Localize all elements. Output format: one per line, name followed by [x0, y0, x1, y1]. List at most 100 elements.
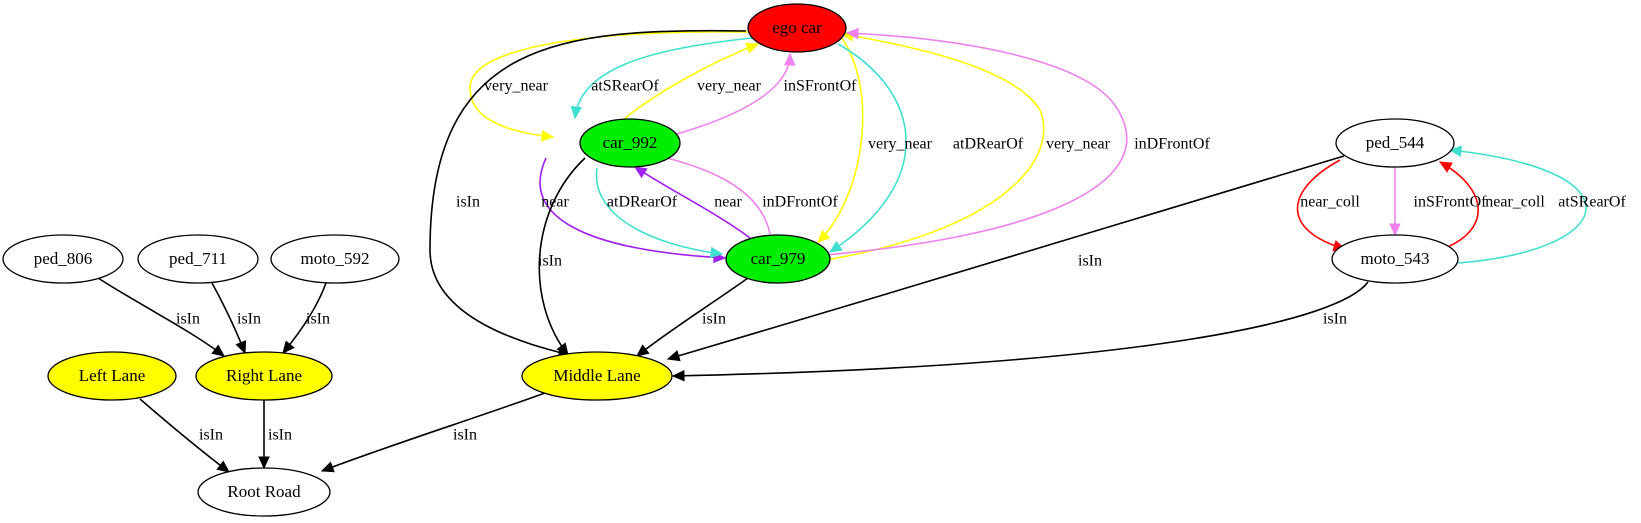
edge-car_979-to-ego-very_near: [825, 33, 1045, 261]
node-label-car-979: car_979: [751, 249, 806, 268]
node-label-right-lane: Right Lane: [226, 366, 302, 385]
node-shape-root-road: [197, 467, 331, 517]
edge-ego-to-car_979-very_near: [817, 37, 864, 243]
node-label-ped-544: ped_544: [1366, 133, 1425, 152]
node-shape-moto-592: [270, 234, 400, 284]
edge-arrowhead-e8: [845, 27, 859, 40]
node-ped-806: ped_806: [2, 234, 124, 284]
node-shape-car-979: [725, 234, 831, 284]
edge-arrowhead-e23: [235, 340, 247, 355]
edge-label-e15: isIn: [702, 311, 726, 328]
edge-label-e7: very_near: [1046, 136, 1111, 153]
edge-labels-layer: very_near atSRearOf very_near inSFrontOf ver…: [176, 78, 1626, 444]
edge-arrowhead-e2: [570, 105, 583, 120]
edge-ego-to-car_992-very_near: [469, 31, 749, 138]
edge-label-e3: very_near: [697, 78, 762, 95]
edge-arrowhead-e14: [556, 342, 569, 356]
edge-label-e25: isIn: [199, 427, 223, 444]
edge-label-e21: isIn: [1323, 311, 1347, 328]
node-moto-543: moto_543: [1331, 234, 1459, 284]
edge-arrowhead-e21: [671, 369, 685, 382]
edge-label-e27: isIn: [453, 427, 477, 444]
edge-label-e18: inSFrontOf: [1414, 194, 1488, 211]
edge-label-e23: isIn: [237, 311, 261, 328]
edge-label-e20: atSRearOf: [1558, 194, 1626, 211]
edge-middle_lane-to-root_road-isIn: [321, 392, 546, 472]
nodes-layer: ego car car_992 car_979 ped_544 moto_543 ped_…: [2, 3, 1459, 517]
node-label-car-992: car_992: [603, 133, 658, 152]
node-shape-ego: [747, 3, 847, 53]
edge-label-e4: inSFrontOf: [784, 78, 858, 95]
edge-label-e14: isIn: [538, 253, 562, 270]
edge-label-e13: inDFrontOf: [762, 194, 838, 211]
node-car-992: car_992: [579, 118, 681, 168]
edge-car_979-to-middle_lane-isIn: [636, 277, 749, 357]
edge-arrowhead-e15: [636, 344, 650, 357]
edge-label-e16: isIn: [1078, 253, 1102, 270]
edge-ego-to-car_979-atDRearOf: [829, 43, 907, 253]
node-ped-711: ped_711: [137, 234, 259, 284]
edge-arrowhead-e3: [745, 42, 760, 54]
edge-label-e5: very_near: [868, 136, 933, 153]
edge-label-e12: near: [714, 194, 742, 211]
edge-arrowhead-e22: [211, 344, 225, 357]
edge-label-e10: near: [541, 194, 569, 211]
edge-car_992-to-ego-very_near: [623, 43, 759, 120]
node-shape-car-992: [579, 118, 681, 168]
node-label-middle-lane: Middle Lane: [553, 366, 640, 385]
edge-label-e6: atDRearOf: [953, 136, 1024, 153]
edge-moto_543-to-ped_544-near_coll: [1439, 161, 1479, 249]
edge-label-e26: isIn: [268, 427, 292, 444]
node-label-root-road: Root Road: [227, 482, 301, 501]
node-label-moto-543: moto_543: [1361, 249, 1430, 268]
edge-car_992-to-middle_lane-isIn: [538, 157, 586, 356]
edge-arrowhead-e27: [320, 461, 335, 473]
edge-label-e11: atDRearOf: [607, 194, 678, 211]
edge-arrowhead-e24: [282, 340, 295, 354]
node-shape-left-lane: [47, 351, 177, 401]
node-ego: ego car: [747, 3, 847, 53]
node-label-moto-592: moto_592: [301, 249, 370, 268]
edge-label-e22: isIn: [176, 311, 200, 328]
node-label-ped-806: ped_806: [34, 249, 93, 268]
edge-label-e2: atSRearOf: [591, 78, 659, 95]
edge-arrowhead-e19: [1438, 161, 1453, 173]
edge-car_992-to-car_979-atDRearOf: [595, 167, 723, 255]
edge-arrowhead-e5: [817, 229, 831, 243]
edge-arrowhead-e18: [1389, 223, 1401, 237]
edge-arrowhead-e12: [633, 166, 648, 179]
edge-car_992-to-ego-atSRearOf: [574, 37, 753, 119]
node-label-ped-711: ped_711: [169, 249, 227, 268]
edge-arrowhead-e26: [258, 456, 270, 470]
node-middle-lane: Middle Lane: [521, 351, 673, 401]
node-shape-ped-806: [2, 234, 124, 284]
edge-ped_544-to-middle_lane-isIn: [667, 155, 1345, 360]
edge-arrowhead-e6: [828, 240, 843, 253]
edge-car_979-to-ego-inDFrontOf: [824, 32, 1128, 256]
edge-arrowhead-e20: [1448, 145, 1463, 157]
edge-moto_543-to-middle_lane-isIn: [672, 281, 1369, 377]
edge-car_992-to-car_979-near: [539, 157, 726, 259]
node-left-lane: Left Lane: [47, 351, 177, 401]
node-shape-moto-543: [1331, 234, 1459, 284]
edge-arrowhead-e1: [540, 130, 555, 142]
node-label-ego: ego car: [772, 18, 822, 37]
edge-arrowhead-e11: [709, 246, 724, 259]
node-label-left-lane: Left Lane: [79, 366, 146, 385]
edge-arrowhead-e16: [666, 350, 681, 362]
node-moto-592: moto_592: [270, 234, 400, 284]
edge-arrowhead-e25: [216, 460, 230, 473]
edge-label-e8: inDFrontOf: [1134, 136, 1210, 153]
edge-label-e1: very_near: [484, 78, 549, 95]
edge-left_lane-to-root_road-isIn: [139, 398, 230, 473]
edge-ego-to-middle_lane-isIn: [429, 29, 747, 356]
edge-moto_543-to-ped_544-atSRearOf: [1449, 149, 1587, 264]
node-ped-544: ped_544: [1335, 118, 1455, 168]
node-shape-ped-544: [1335, 118, 1455, 168]
edge-car_979-to-car_992-near: [634, 166, 751, 239]
edge-ped_806-to-right_lane-isIn: [97, 277, 225, 357]
node-shape-middle-lane: [521, 351, 673, 401]
edge-label-e17: near_coll: [1300, 194, 1360, 211]
node-right-lane: Right Lane: [195, 351, 333, 401]
